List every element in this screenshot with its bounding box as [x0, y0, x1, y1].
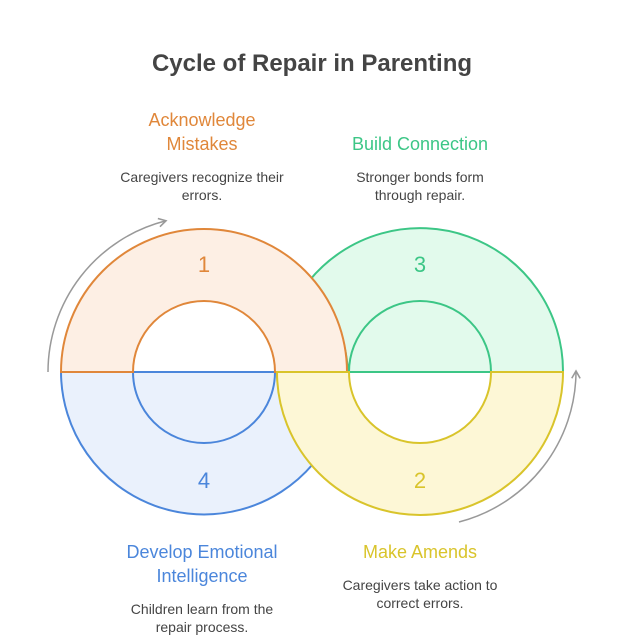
segment-3 — [307, 227, 565, 373]
step-2-number: 2 — [414, 468, 426, 493]
segment-1 — [59, 228, 349, 373]
step-2-description: Caregivers take action to correct errors… — [342, 577, 498, 611]
step-4-heading: Develop Emotional Intelligence — [126, 542, 278, 586]
step-1-heading: Acknowledge Mistakes — [148, 110, 256, 154]
segment-4 — [59, 371, 315, 516]
step-1-number: 1 — [198, 252, 210, 277]
page-title: Cycle of Repair in Parenting — [151, 50, 473, 77]
step-4-number: 4 — [198, 468, 210, 493]
step-3-description: Stronger bonds form through repair. — [356, 169, 484, 203]
step-1-description: Caregivers recognize their errors. — [120, 169, 284, 203]
step-4-description: Children learn from the repair process. — [130, 601, 274, 635]
segment-2 — [275, 371, 565, 516]
step-2-heading: Make Amends — [362, 542, 478, 562]
cycle-arrow-left — [47, 217, 168, 373]
step-3-number: 3 — [414, 252, 426, 277]
step-3-heading: Build Connection — [351, 134, 489, 154]
cycle-arrow-right — [458, 369, 581, 523]
